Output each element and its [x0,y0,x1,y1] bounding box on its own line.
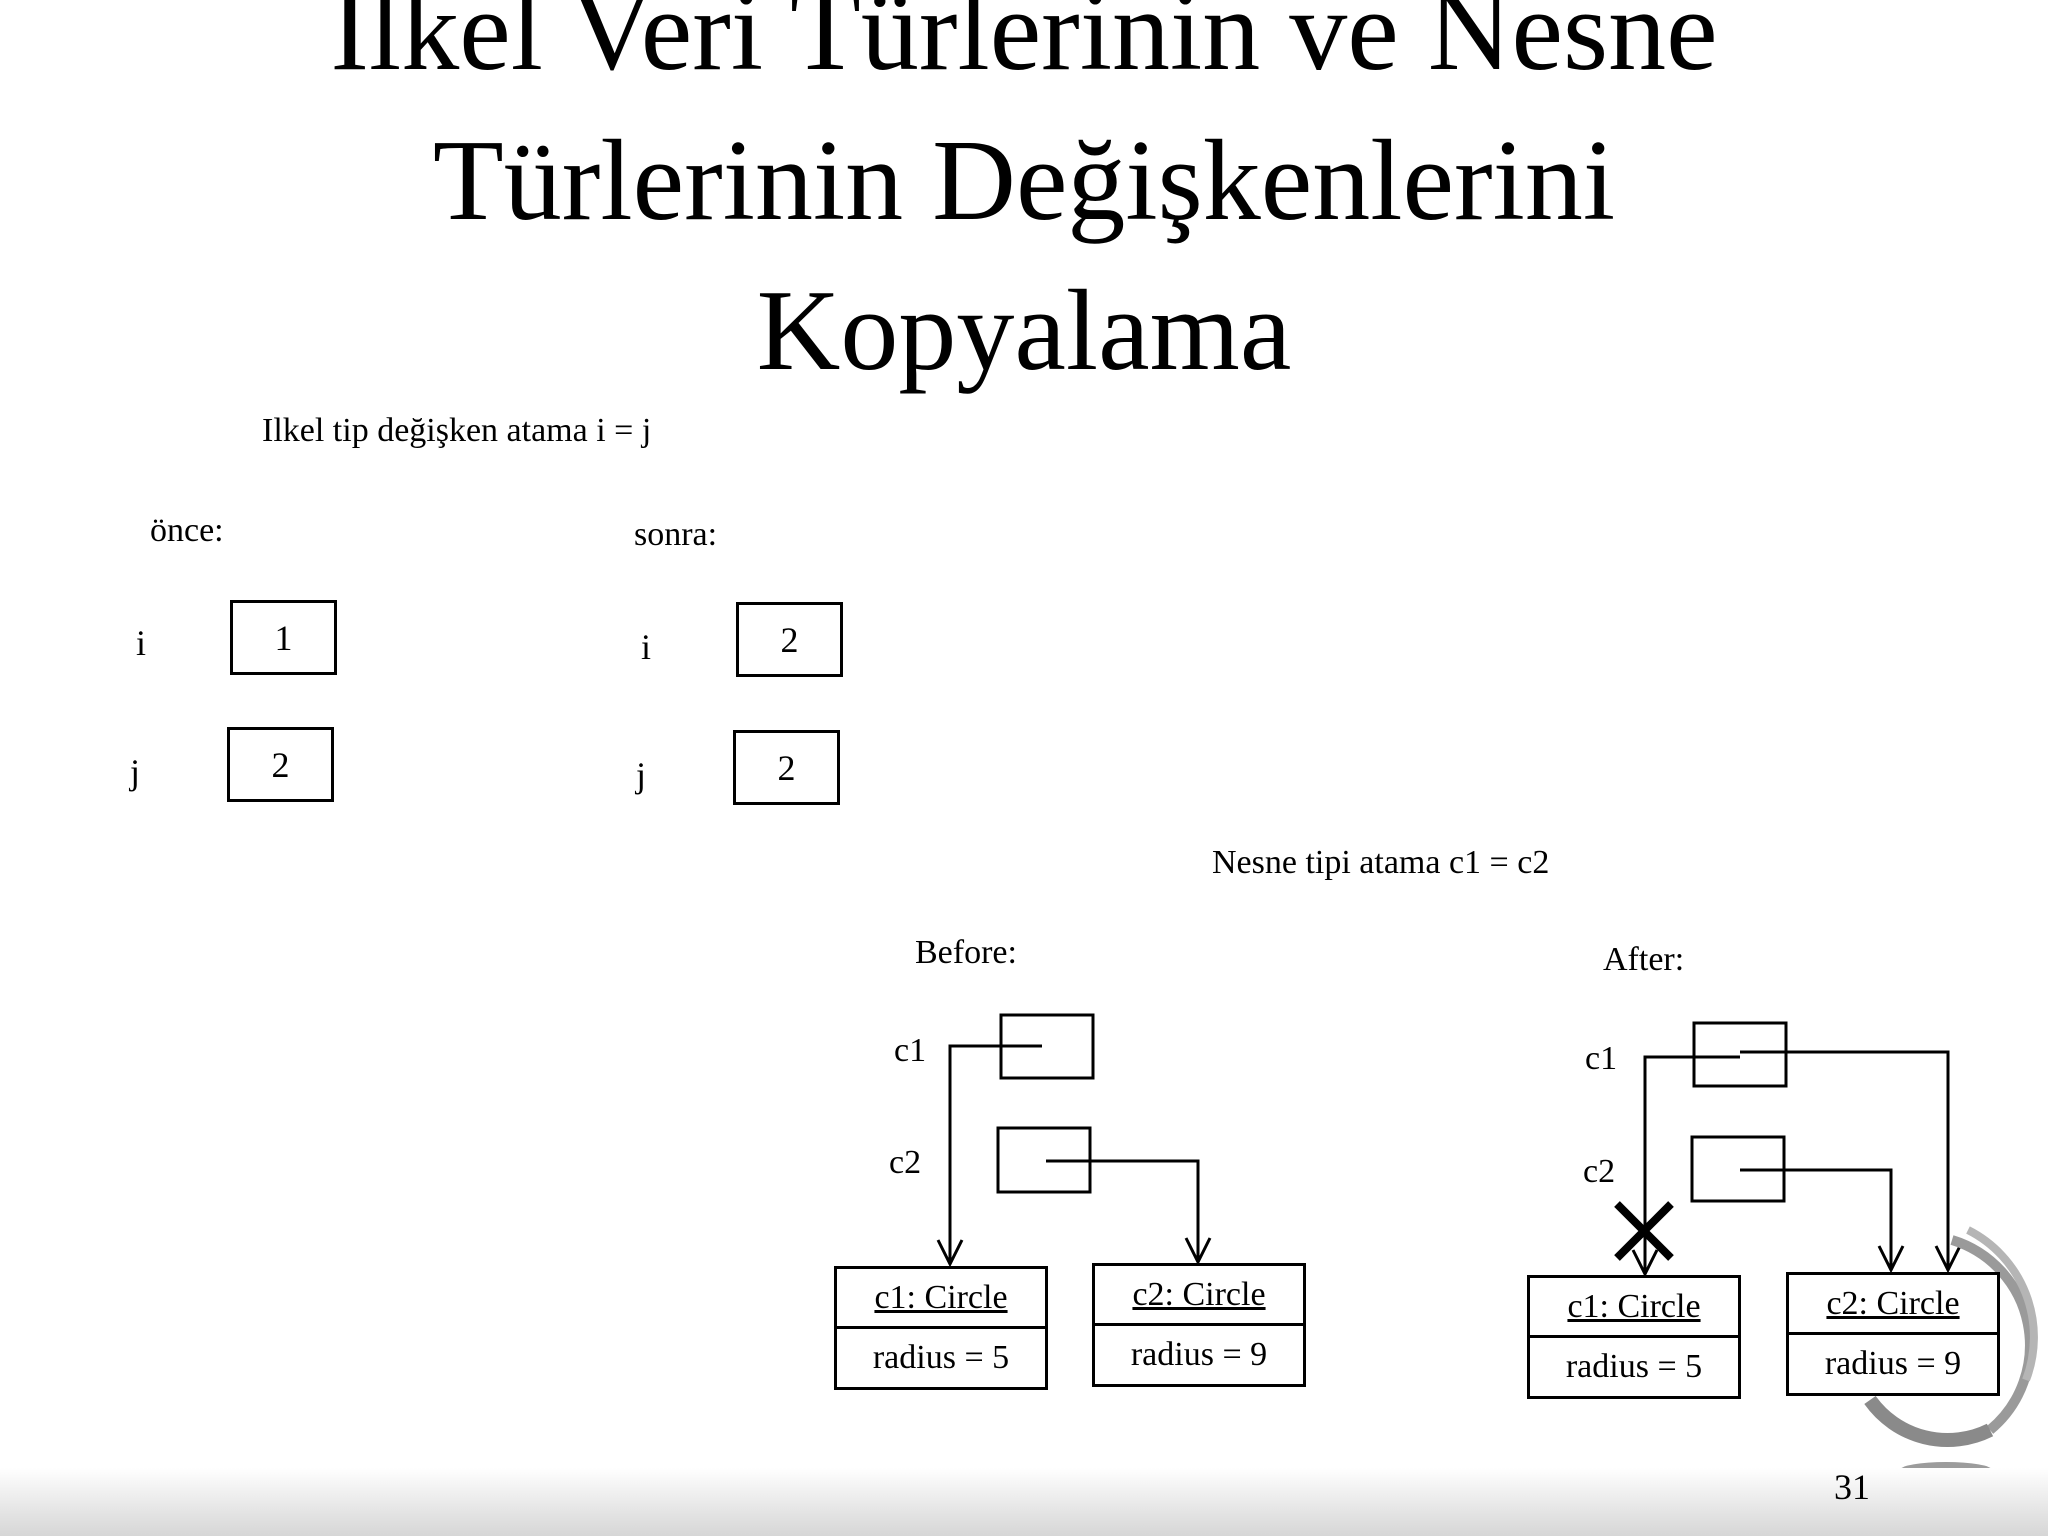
before-c1-name: c1 [894,1032,927,1069]
page-number: 31 [1834,1467,1870,1507]
after-c2-arrow [1740,1168,1893,1268]
before-c1-arrow [948,1044,1042,1262]
after-j-box: 2 [733,730,840,805]
after-i-box: 2 [736,602,843,677]
primitive-after-label: sonra: [634,516,718,553]
after-c1-object: c1: Circle radius = 5 [1527,1275,1741,1399]
after-j-name: j [636,755,647,795]
before-c1-object: c1: Circle radius = 5 [834,1266,1048,1390]
after-c2-object-field: radius = 9 [1824,1345,1962,1382]
after-c1-name: c1 [1585,1040,1618,1077]
before-c2-object-title: c2: Circle [1095,1266,1303,1326]
primitive-before-label: önce: [150,512,224,549]
before-i-value: 1 [274,617,293,658]
before-c2-object: c2: Circle radius = 9 [1092,1263,1306,1387]
before-j-value: 2 [271,744,290,785]
slide-title: İlkel Veri Türlerinin ve Nesne Türlerini… [0,0,2048,406]
after-c1-ref-box [1692,1021,1788,1088]
after-j-value: 2 [777,747,796,788]
before-j-name: j [130,752,141,792]
after-i-value: 2 [780,619,799,660]
after-c2-object-title: c2: Circle [1789,1275,1997,1335]
before-i-box: 1 [230,600,337,675]
before-j-box: 2 [227,727,334,802]
after-c1-object-field: radius = 5 [1565,1348,1703,1385]
footer-bar [0,1468,2048,1536]
object-before-label: Before: [915,934,1017,971]
title-line-2: Türlerinin Değişkenlerini [432,117,1616,245]
before-i-name: i [136,623,147,663]
title-line-1: İlkel Veri Türlerinin ve Nesne [330,0,1718,95]
after-c2-object: c2: Circle radius = 9 [1786,1272,2000,1396]
after-c1-new-arrow [1740,1050,1950,1268]
after-c1-old-arrow [1643,1055,1740,1272]
primitive-caption: Ilkel tip değişken atama i = j [262,412,652,449]
before-c1-object-title: c1: Circle [837,1269,1045,1329]
after-c1-object-title: c1: Circle [1530,1278,1738,1338]
before-c2-arrow [1046,1159,1200,1260]
after-c2-name: c2 [1583,1153,1616,1190]
after-i-name: i [641,627,652,667]
title-line-3: Kopyalama [756,267,1292,395]
before-c2-object-field: radius = 9 [1130,1336,1268,1373]
cross-mark-icon [1614,1201,1674,1261]
before-c1-object-field: radius = 5 [872,1339,1010,1376]
before-c2-name: c2 [889,1144,922,1181]
object-caption: Nesne tipi atama c1 = c2 [1212,844,1550,881]
object-after-label: After: [1603,941,1685,978]
